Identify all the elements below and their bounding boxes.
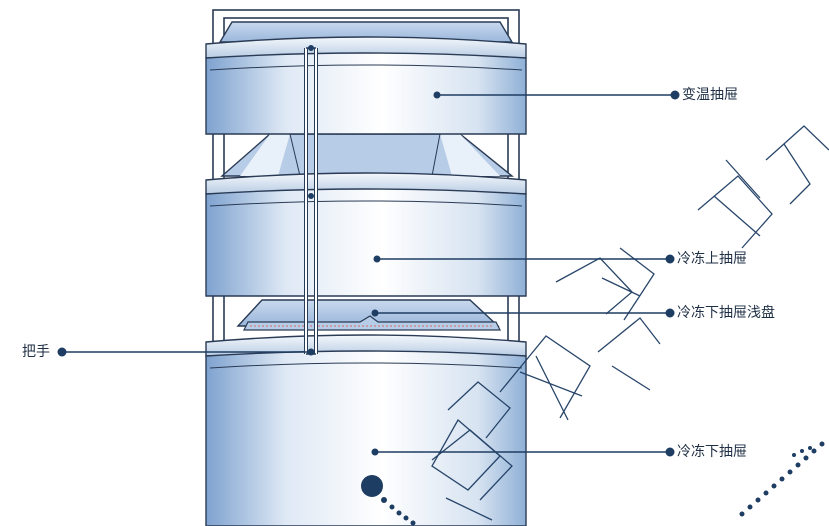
watermark-dots bbox=[361, 441, 825, 526]
freezer-lower-drawer bbox=[205, 334, 527, 526]
freezer-lower-tray bbox=[236, 299, 501, 331]
label-freezer-lower-tray: 冷冻下抽屉浅盘 bbox=[677, 305, 775, 321]
freezer-upper-basket bbox=[220, 133, 514, 177]
label-variable-temp-drawer: 变温抽屉 bbox=[682, 87, 738, 103]
callout-lower-tray bbox=[371, 308, 675, 318]
top-glass-shelf bbox=[218, 21, 514, 43]
callout-handle bbox=[57, 45, 315, 357]
watermark bbox=[431, 125, 829, 521]
variable-temp-drawer bbox=[205, 36, 527, 135]
handle bbox=[304, 47, 318, 355]
callout-freezer-upper bbox=[373, 254, 675, 264]
label-handle: 把手 bbox=[22, 344, 50, 360]
freezer-upper-drawer bbox=[205, 172, 527, 297]
label-freezer-upper-drawer: 冷冻上抽屉 bbox=[677, 251, 747, 267]
callout-variable-temp bbox=[433, 90, 680, 100]
callout-freezer-lower bbox=[371, 447, 675, 457]
label-freezer-lower-drawer: 冷冻下抽屉 bbox=[677, 444, 747, 460]
